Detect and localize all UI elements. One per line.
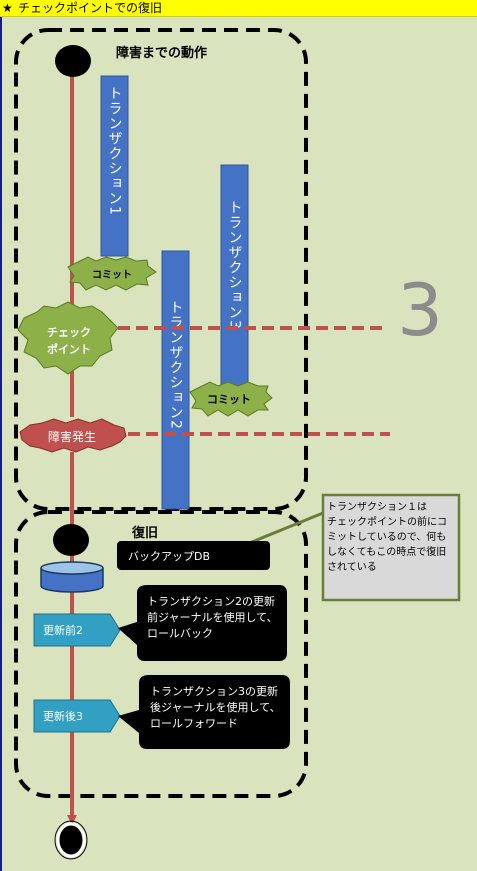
commit-3-burst: [189, 381, 273, 417]
large-number: 3: [397, 268, 443, 352]
start-node: [55, 45, 91, 77]
recovery-start-node: [53, 524, 89, 556]
section-label-recovery: 復旧: [131, 525, 158, 541]
transaction-1-label: トランザクション1: [107, 86, 123, 216]
recovery-frame: [14, 510, 308, 798]
rollback-note-line3: ロールバック: [147, 627, 213, 640]
transaction-1-bar: [100, 75, 129, 257]
page-title: チェックポイントでの復旧: [18, 1, 163, 15]
rollback-note-line1: トランザクション2の更新: [147, 594, 275, 608]
database-cylinder-top: [40, 561, 104, 575]
callout-line5: されている: [327, 561, 377, 573]
after-journal-label: 更新後3: [43, 709, 83, 723]
callout-line1: トランザクション１は: [327, 501, 427, 513]
callout-line4: しなくてもこの時点で復旧: [327, 545, 446, 558]
before-journal-label: 更新前2: [43, 623, 83, 637]
rollback-note-box: [118, 585, 287, 661]
commit-3-label: コミット: [207, 393, 251, 406]
transaction-2-bar: [161, 250, 190, 510]
commit-1-label: コミット: [92, 269, 132, 281]
failure-label: 障害発生: [48, 429, 96, 444]
rollforward-note-box: [118, 675, 290, 749]
before-journal-tag: [33, 613, 121, 647]
commit-1-burst: [67, 256, 157, 291]
transaction-3-label: トランザクション3: [227, 200, 243, 330]
checkpoint-burst: [17, 301, 119, 375]
failure-burst: [19, 418, 127, 453]
callout-box: [321, 493, 461, 602]
star-icon: ★: [2, 1, 13, 15]
section-label-before-failure: 障害までの動作: [116, 45, 207, 61]
transaction-3-bar: [220, 164, 249, 389]
transaction-2-label: トランザクション2: [168, 300, 184, 430]
end-node: [56, 822, 86, 858]
backup-db-label: バックアップDB: [128, 550, 210, 563]
callout-line3: ミットしているので、何も: [327, 530, 446, 543]
checkpoint-label-line1: チェック: [47, 326, 91, 339]
rollforward-note-line1: トランザクション3の更新: [150, 684, 278, 698]
database-cylinder-icon: [40, 568, 104, 593]
checkpoint-label-line2: ポイント: [47, 342, 91, 356]
before-failure-frame: [14, 28, 308, 511]
left-edge-line: [0, 17, 2, 871]
rollforward-note-line2: 後ジャーナルを使用して、: [150, 700, 281, 714]
backup-db-label-box: [117, 541, 270, 570]
callout-line2: チェックポイントの前にコ: [327, 515, 447, 528]
after-journal-tag: [33, 699, 121, 733]
rollback-note-line2: 前ジャーナルを使用して、: [147, 610, 278, 624]
rollforward-note-line3: ロールフォワード: [150, 717, 238, 730]
title-bar: ★ チェックポイントでの復旧: [0, 0, 477, 17]
end-node-ring: [54, 820, 88, 860]
